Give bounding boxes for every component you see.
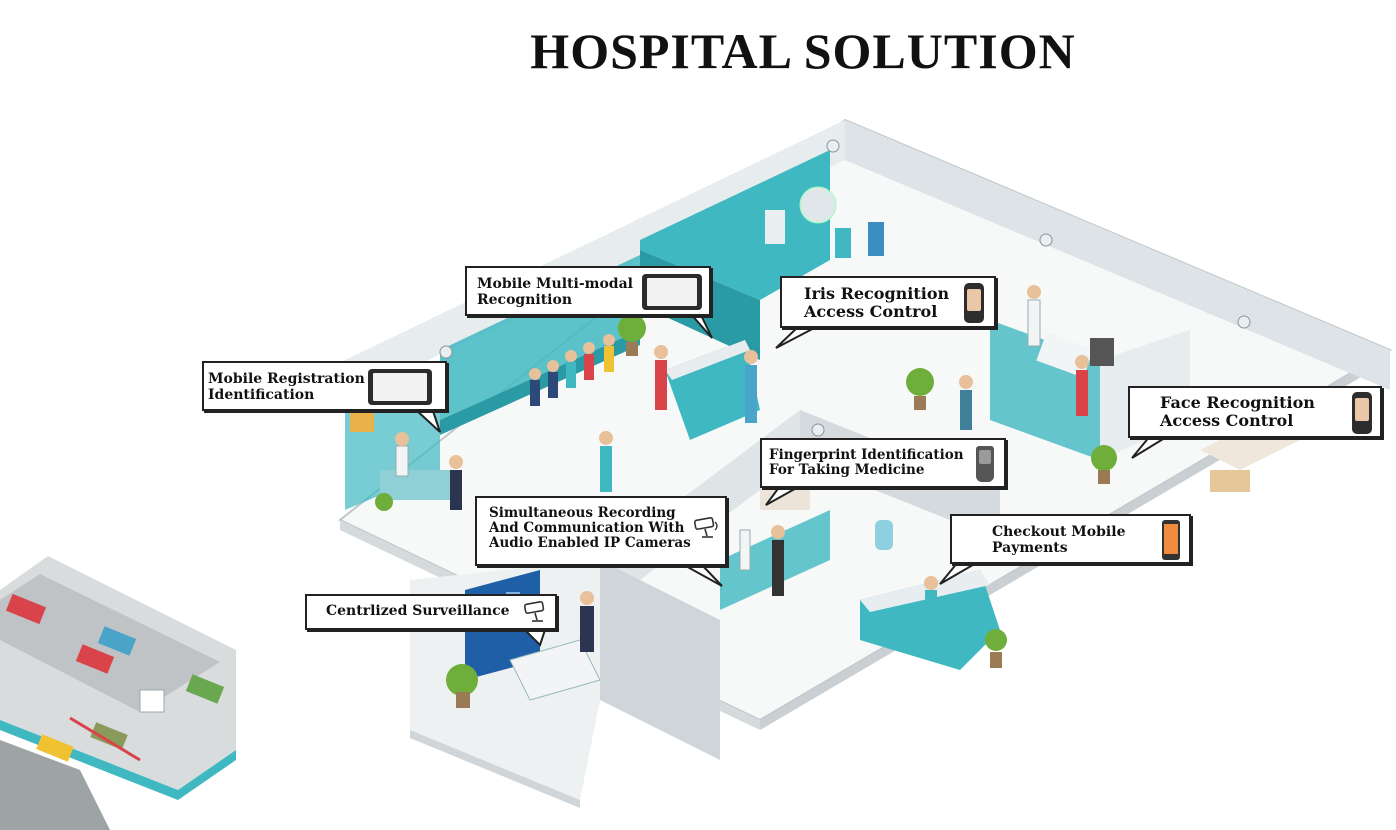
fingerprint-scanner-icon: [976, 446, 994, 482]
callout-face-recognition: Face Recognition Access Control: [1128, 386, 1382, 438]
callout-surveillance-text: Centrlized Surveillance: [326, 603, 510, 619]
iris-terminal-icon: [964, 283, 984, 323]
callout-mobile-registration-text: Mobile Registration Identification: [208, 371, 365, 403]
callout-audio-ip-cameras: Simultaneous Recording And Communication…: [475, 496, 727, 566]
dome-cameras: [439, 139, 1251, 437]
tablet-device-icon: [642, 274, 702, 310]
callout-audio-text: Simultaneous Recording And Communication…: [489, 505, 691, 552]
callout-centralized-surveillance: Centrlized Surveillance: [305, 594, 557, 630]
callout-checkout-text: Checkout Mobile Payments: [992, 524, 1126, 556]
callout-fingerprint-text: Fingerprint Identification For Taking Me…: [769, 447, 964, 479]
callout-mobile-registration: Mobile Registration Identification: [202, 361, 447, 411]
payment-phone-icon: [1162, 520, 1180, 560]
callout-face-text: Face Recognition Access Control: [1160, 393, 1315, 430]
callout-mobile-multimodal-text: Mobile Multi-modal Recognition: [477, 276, 633, 308]
page-title: HOSPITAL SOLUTION: [530, 23, 1076, 79]
callout-iris-recognition: Iris Recognition Access Control: [780, 276, 996, 328]
callout-iris-text: Iris Recognition Access Control: [804, 284, 950, 321]
callout-checkout-payments: Checkout Mobile Payments: [950, 514, 1191, 564]
ip-camera-icon: [693, 517, 718, 538]
parking-lot: [0, 556, 236, 830]
callout-mobile-multimodal-recognition: Mobile Multi-modal Recognition: [465, 266, 711, 316]
tablet-device-icon: [368, 369, 432, 405]
face-terminal-icon: [1352, 392, 1372, 434]
cctv-camera-icon: [523, 601, 545, 622]
callout-fingerprint-identification: Fingerprint Identification For Taking Me…: [760, 438, 1006, 488]
